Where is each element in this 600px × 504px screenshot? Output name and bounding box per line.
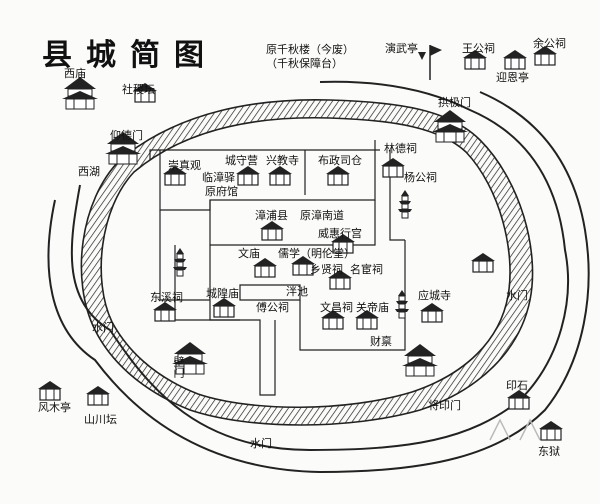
- label-yingenting: 迎恩亭: [496, 71, 529, 84]
- label-dongyue: 东狱: [538, 445, 560, 458]
- label-ruxue: 儒学（明伦堂）: [278, 247, 355, 260]
- gate-tower-icon: [431, 109, 469, 143]
- building-icon: [259, 220, 285, 241]
- label-shuimen-east: 水门: [506, 289, 528, 302]
- building-icon: [419, 302, 445, 323]
- label-wenmiao: 文庙: [238, 247, 260, 260]
- building-icon: [325, 165, 351, 186]
- label-chenghuangmiao: 城隍庙: [206, 287, 239, 300]
- label-shanchuantan: 山川坛: [84, 413, 117, 426]
- label-xingjiaosi: 兴教寺: [266, 154, 299, 167]
- building-icon: [235, 165, 261, 186]
- label-guandimiao: 关帝庙: [356, 301, 389, 314]
- label-minghuanci: 名宦祠: [350, 263, 383, 276]
- building-icon: [252, 257, 278, 278]
- gate-tower-icon: [61, 76, 99, 110]
- pagoda-icon: [397, 189, 413, 219]
- label-fengmuting: 风木亭: [38, 401, 71, 414]
- building-icon: [380, 157, 406, 178]
- label-yanwuting: 演武亭: [385, 42, 418, 55]
- label-yuanzhangnandao: 原漳南道: [300, 209, 344, 222]
- label-shejitan: 社稷坛: [122, 83, 155, 96]
- building-icon: [506, 389, 532, 410]
- label-buzhengsi: 布政司仓: [318, 154, 362, 167]
- label-yuanfu: 原府馆: [205, 185, 238, 198]
- label-qianqiu-a: 原千秋楼（今废）: [266, 43, 354, 56]
- building-icon: [502, 49, 528, 70]
- label-fugongci: 傅公祠: [256, 301, 289, 314]
- label-yuhuici: 余公祠: [533, 37, 566, 50]
- flag-icon: [418, 45, 442, 80]
- label-shuimen-west: 水门: [92, 321, 114, 334]
- label-weihuixinggong: 威惠行宫: [318, 227, 362, 240]
- label-yinshi: 印石: [506, 379, 528, 392]
- pagoda-icon: [172, 247, 188, 277]
- building-icon: [267, 165, 293, 186]
- label-wanggongci: 王公祠: [462, 42, 495, 55]
- label-chengshouying: 城守营: [225, 154, 258, 167]
- pagoda-icon: [394, 289, 410, 319]
- label-qianqiu-b: （千秋保障台）: [266, 57, 343, 70]
- map-title: 县城简图: [42, 38, 218, 73]
- building-icon: [85, 385, 111, 406]
- label-yulimen: 仰德门: [110, 129, 143, 142]
- label-linmingci: 林德祠: [384, 142, 417, 155]
- building-icon: [152, 301, 178, 322]
- building-icon: [211, 297, 237, 318]
- label-jiangyinmen: 将印门: [428, 399, 461, 412]
- gate-tower-icon: [401, 343, 439, 377]
- label-shuimen-south: 水门: [250, 437, 272, 450]
- label-chongzhenguan: 崇真观: [168, 159, 201, 172]
- label-gate-sw: 壁门: [172, 356, 185, 378]
- label-caichan: 财禀: [370, 335, 392, 348]
- label-xiangxianci: 乡贤祠: [310, 263, 343, 276]
- label-gongjimen: 拱极门: [438, 96, 471, 109]
- label-zhangpuxian: 漳浦县: [255, 209, 288, 222]
- label-ximiao: 西庙: [64, 67, 86, 80]
- label-dongxici: 东溪祠: [150, 291, 183, 304]
- building-icon: [37, 380, 63, 401]
- building-icon: [538, 420, 564, 441]
- label-panchi: 泮池: [286, 285, 308, 298]
- label-yingchengsi: 应城寺: [418, 289, 451, 302]
- building-icon: [470, 252, 496, 273]
- label-xihu: 西湖: [78, 165, 100, 178]
- label-linzhangyi: 临漳驿: [202, 171, 235, 184]
- label-yanggongci: 杨公祠: [404, 171, 437, 184]
- label-wenchangci: 文昌祠: [320, 301, 353, 314]
